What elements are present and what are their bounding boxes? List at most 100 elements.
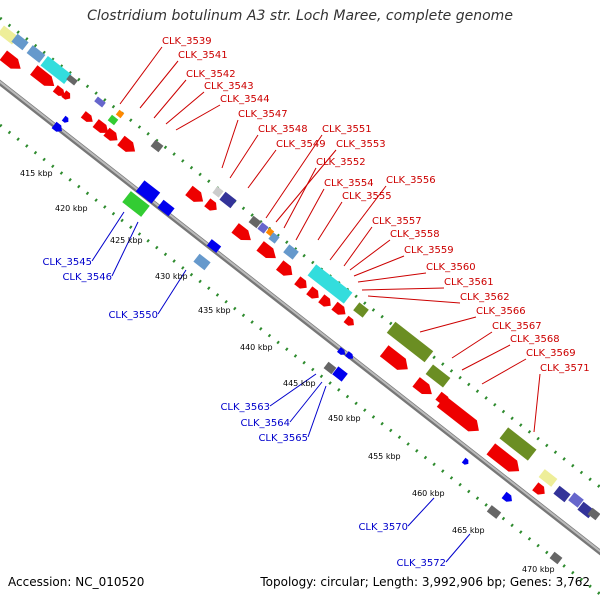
reverse-gene [206, 239, 222, 253]
reverse-leader-line [307, 385, 327, 438]
forward-gene-label[interactable]: CLK_3554 [324, 178, 374, 189]
reverse-gene-label[interactable]: CLK_3546 [62, 272, 112, 283]
reverse-gene [345, 351, 354, 359]
forward-gene [306, 286, 319, 299]
forward-gene-label[interactable]: CLK_3571 [540, 363, 590, 374]
forward-gene [117, 135, 136, 152]
forward-gene-label[interactable]: CLK_3542 [186, 69, 236, 80]
forward-gene-label[interactable]: CLK_3547 [238, 109, 288, 120]
forward-leader-line [451, 331, 493, 359]
reverse-leader-line [91, 211, 125, 262]
reverse-gene-label[interactable]: CLK_3563 [220, 402, 270, 413]
forward-leader-line [295, 188, 325, 241]
forward-gene-label[interactable]: CLK_3543 [204, 81, 254, 92]
reverse-gene-label[interactable]: CLK_3545 [42, 257, 92, 268]
forward-gene [11, 33, 29, 51]
forward-gene [231, 223, 251, 241]
inner-dotted-ring [0, 123, 600, 596]
forward-gene [257, 222, 269, 234]
forward-gene [353, 302, 369, 318]
forward-gene [61, 90, 71, 100]
forward-leader-line [349, 239, 391, 271]
forward-leader-line [533, 373, 541, 433]
forward-gene-label[interactable]: CLK_3558 [390, 229, 440, 240]
forward-gene-label[interactable]: CLK_3544 [220, 94, 270, 105]
forward-gene-label[interactable]: CLK_3557 [372, 216, 422, 227]
forward-gene-label[interactable]: CLK_3553 [336, 139, 386, 150]
forward-gene [276, 260, 293, 276]
forward-leader-line [247, 149, 277, 189]
reverse-gene [122, 191, 150, 217]
forward-gene-label[interactable]: CLK_3561 [444, 277, 494, 288]
forward-gene [343, 315, 354, 326]
forward-leader-line [119, 46, 163, 105]
forward-gene-label[interactable]: CLK_3568 [510, 334, 560, 345]
forward-gene-label[interactable]: CLK_3539 [162, 36, 212, 47]
forward-gene [587, 507, 600, 521]
forward-leader-line [367, 295, 461, 304]
forward-leader-line [221, 119, 239, 169]
genome-backbone-highlight [0, 80, 600, 553]
forward-leader-line [461, 344, 511, 371]
reverse-gene [549, 551, 563, 565]
forward-gene-label[interactable]: CLK_3559 [404, 245, 454, 256]
forward-gene-label[interactable]: CLK_3562 [460, 292, 510, 303]
forward-gene-label[interactable]: CLK_3541 [178, 50, 228, 61]
outer-dotted-ring [0, 16, 600, 489]
forward-gene-label[interactable]: CLK_3555 [342, 191, 392, 202]
reverse-gene [51, 121, 62, 132]
forward-gene-label[interactable]: CLK_3548 [258, 124, 308, 135]
forward-gene-label[interactable]: CLK_3552 [316, 157, 366, 168]
forward-gene [436, 395, 479, 432]
forward-gene-label[interactable]: CLK_3549 [276, 139, 326, 150]
forward-gene [379, 345, 408, 370]
forward-gene [92, 119, 109, 133]
kbp-tick-label: 415 kbp [20, 169, 53, 178]
reverse-leader-line [445, 533, 471, 563]
reverse-gene [501, 491, 512, 502]
forward-gene-label[interactable]: CLK_3556 [386, 175, 436, 186]
forward-gene-label[interactable]: CLK_3569 [526, 348, 576, 359]
forward-gene [318, 294, 331, 307]
forward-leader-line [329, 185, 387, 261]
forward-gene [553, 485, 571, 503]
leader-line-layer [91, 46, 541, 563]
reverse-gene-label[interactable]: CLK_3550 [108, 310, 158, 321]
forward-leader-line [165, 91, 205, 125]
forward-gene [204, 198, 217, 211]
forward-gene-label[interactable]: CLK_3560 [426, 262, 476, 273]
reverse-leader-line [407, 497, 435, 527]
forward-gene [307, 264, 353, 304]
reverse-gene-label[interactable]: CLK_3565 [258, 433, 308, 444]
reverse-gene [193, 253, 211, 271]
reverse-gene [486, 505, 502, 519]
forward-gene [248, 215, 262, 229]
reverse-gene-label[interactable]: CLK_3564 [240, 418, 290, 429]
forward-gene [412, 377, 432, 395]
forward-leader-line [353, 255, 405, 277]
forward-gene [538, 469, 558, 487]
forward-gene-label[interactable]: CLK_3551 [322, 124, 372, 135]
forward-gene [486, 443, 520, 472]
forward-gene [219, 191, 237, 209]
kbp-tick-label: 450 kbp [328, 414, 361, 423]
kbp-tick-label: 465 kbp [452, 526, 485, 535]
gene-layer [0, 25, 600, 565]
reverse-gene [61, 115, 69, 123]
kbp-tick-label: 455 kbp [368, 452, 401, 461]
forward-leader-line [283, 167, 317, 229]
forward-gene [80, 111, 93, 122]
reverse-gene-label[interactable]: CLK_3570 [358, 522, 408, 533]
accession-text: Accession: NC_010520 [8, 575, 145, 589]
forward-gene [0, 50, 21, 69]
forward-gene [294, 276, 307, 289]
forward-gene-label[interactable]: CLK_3566 [476, 306, 526, 317]
forward-leader-line [361, 287, 445, 291]
reverse-leader-line [269, 373, 317, 407]
forward-leader-line [265, 134, 323, 219]
forward-gene [40, 56, 72, 84]
kbp-tick-label: 425 kbp [110, 236, 143, 245]
reverse-gene-label[interactable]: CLK_3572 [396, 558, 446, 569]
forward-gene-label[interactable]: CLK_3567 [492, 321, 542, 332]
